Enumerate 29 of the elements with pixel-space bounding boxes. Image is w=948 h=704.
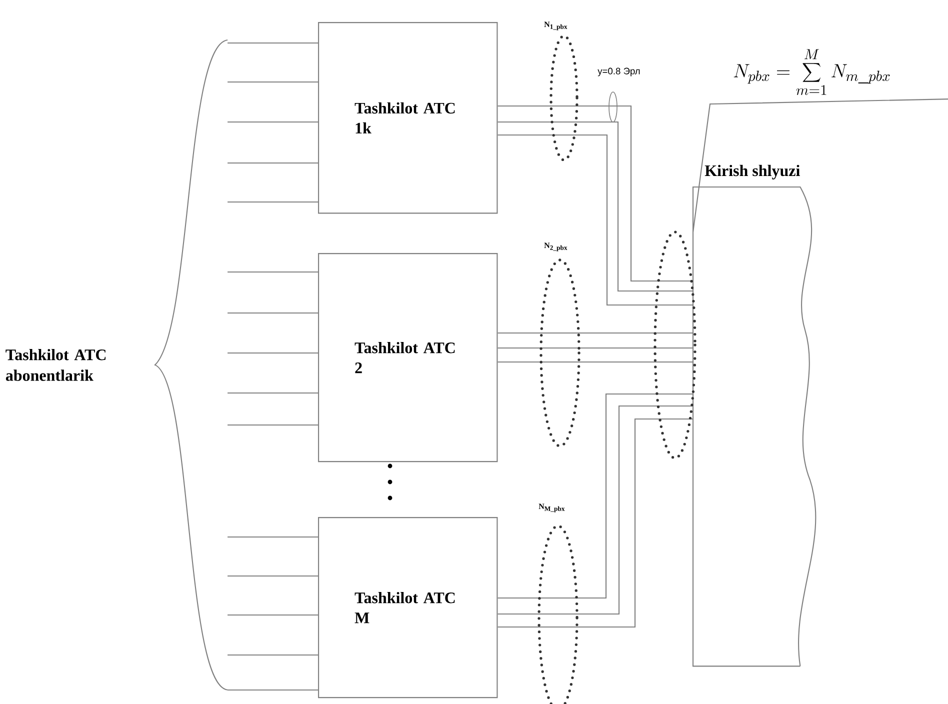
exchange-box: Tashkilot ATC M — [318, 517, 498, 698]
subscriber-line — [228, 81, 318, 83]
subscriber-line — [228, 392, 318, 394]
subscriber-line — [228, 271, 318, 273]
subscriber-line — [228, 42, 318, 44]
subscriber-line — [228, 201, 318, 203]
load-label: y=0.8 Эрл — [598, 68, 640, 76]
subscriber-line — [228, 162, 318, 164]
trunk-line — [498, 332, 693, 334]
bundle-label: N$_{M_pbx}$ — [538, 504, 565, 512]
subscriber-line — [228, 654, 318, 656]
subscriber-line — [228, 689, 318, 691]
subscriber-line — [228, 536, 318, 538]
leader-line — [692, 98, 948, 232]
bundle-label: N$_{2_pbx}$ — [544, 242, 568, 252]
subscriber-line — [228, 424, 318, 426]
exchange-box: Tashkilot ATC 2 — [318, 253, 498, 462]
subscriber-group: Tashkilot ATC abonentlarik — [6, 40, 228, 690]
subscriber-line — [228, 614, 318, 616]
trunk-line — [498, 347, 693, 349]
subscriber-line — [228, 575, 318, 577]
subscriber-line — [228, 352, 318, 354]
trunk-line — [498, 361, 693, 363]
bundle-label: N$_{1_pbx}$ — [544, 22, 568, 30]
subscriber-line — [228, 121, 318, 123]
formula: $N_{pbx}=\sum_{m=1}^{M}N_{m\_pbx}$ — [734, 49, 890, 95]
subscriber-line — [228, 312, 318, 314]
exchange-box: Tashkilot ATC 1k — [318, 22, 498, 214]
node-label: Kirish shlyuzi — [704, 164, 800, 180]
